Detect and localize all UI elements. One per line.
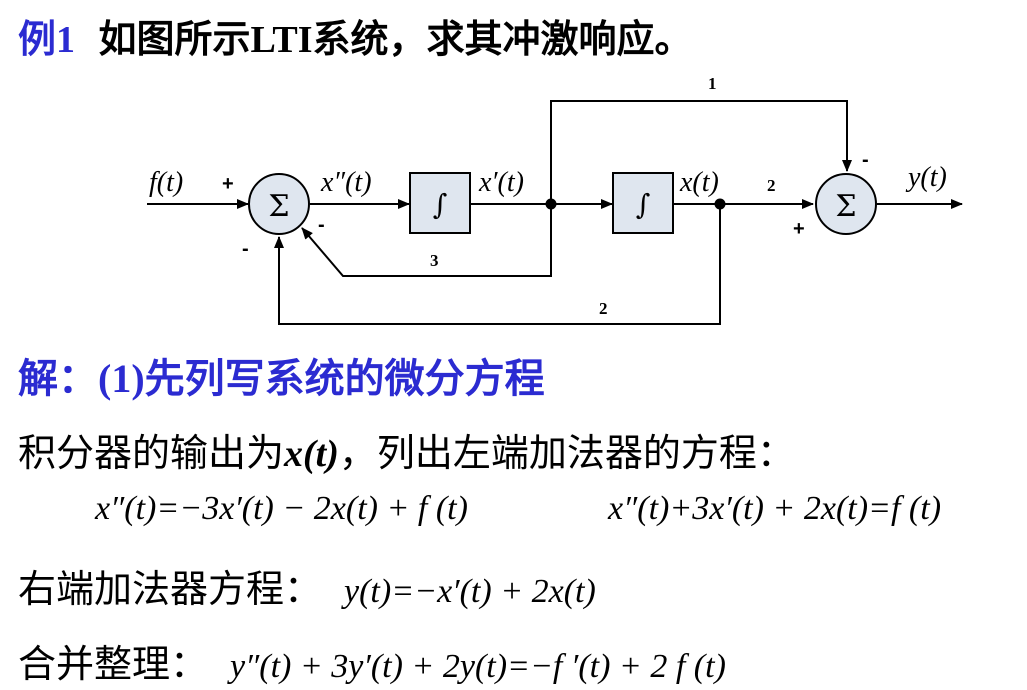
integrator-1: ∫: [409, 172, 471, 234]
input-label: f(t): [149, 167, 183, 198]
feedback-path-3: [301, 204, 552, 277]
sign-right-minus: -: [862, 149, 869, 171]
sign-left-minus-1: -: [318, 214, 325, 236]
right-adder-label: 右端加法器方程：: [18, 569, 323, 611]
left-adder-equation-rearranged: x″(t)+3x′(t) + 2x(t)=f (t): [608, 490, 942, 527]
branch-node-x0: [714, 198, 726, 210]
gain-feedback-2: 2: [599, 299, 608, 318]
feedback-path-2: [274, 204, 721, 325]
solution-heading: 解：(1)先列写系统的微分方程: [18, 356, 545, 401]
sign-left-minus-2: -: [242, 238, 249, 260]
problem-title: 例1 如图所示LTI系统，求其冲激响应。: [18, 8, 693, 63]
right-adder-equation: y(t)=−x′(t) + 2x(t): [344, 573, 596, 610]
combined-equation: y″(t) + 3y′(t) + 2y(t)=−f ′(t) + 2 f (t): [230, 648, 726, 685]
feedforward-path-1: [550, 100, 852, 204]
combine-label: 合并整理：: [18, 644, 209, 686]
branch-node-x1: [545, 198, 557, 210]
integrator-2-symbol: ∫: [636, 188, 651, 221]
left-adder: Σ: [248, 173, 310, 235]
problem-label: 例1: [18, 19, 76, 61]
right-adder-symbol: Σ: [835, 189, 856, 224]
integrator-output-line: 积分器的输出为x(t)，列出左端加法器的方程：: [18, 422, 795, 477]
left-adder-equation: x″(t)=−3x′(t) − 2x(t) + f (t): [95, 490, 468, 527]
integrator-1-symbol: ∫: [433, 188, 448, 221]
integrator-2: ∫: [612, 172, 674, 234]
problem-statement: 如图所示LTI系统，求其冲激响应。: [98, 19, 693, 61]
combined-line: 合并整理： y″(t) + 3y′(t) + 2y(t)=−f ′(t) + 2 …: [18, 633, 726, 688]
signal-x1-label: x′(t): [478, 167, 524, 198]
gain-feedback-3: 3: [430, 251, 439, 270]
signal-x0-label: x(t): [679, 167, 719, 198]
gain-mid: 2: [767, 176, 776, 195]
left-adder-symbol: Σ: [268, 189, 289, 224]
output-label: y(t): [905, 162, 947, 193]
block-diagram: Σ Σ ∫ ∫ f(t) x″(t) x′(t) x(t) y(t) 1 2 3…: [147, 74, 963, 325]
sign-right-plus: +: [793, 218, 805, 240]
signal-x2-label: x″(t): [320, 167, 372, 198]
sign-input-plus: +: [222, 173, 234, 195]
line1-variable: x(t): [284, 433, 339, 475]
gain-top: 1: [708, 74, 717, 93]
line1-suffix: ，列出左端加法器的方程：: [338, 433, 795, 475]
line1-prefix: 积分器的输出为: [18, 433, 285, 475]
right-adder: Σ: [815, 173, 877, 235]
right-adder-line: 右端加法器方程： y(t)=−x′(t) + 2x(t): [18, 558, 596, 613]
